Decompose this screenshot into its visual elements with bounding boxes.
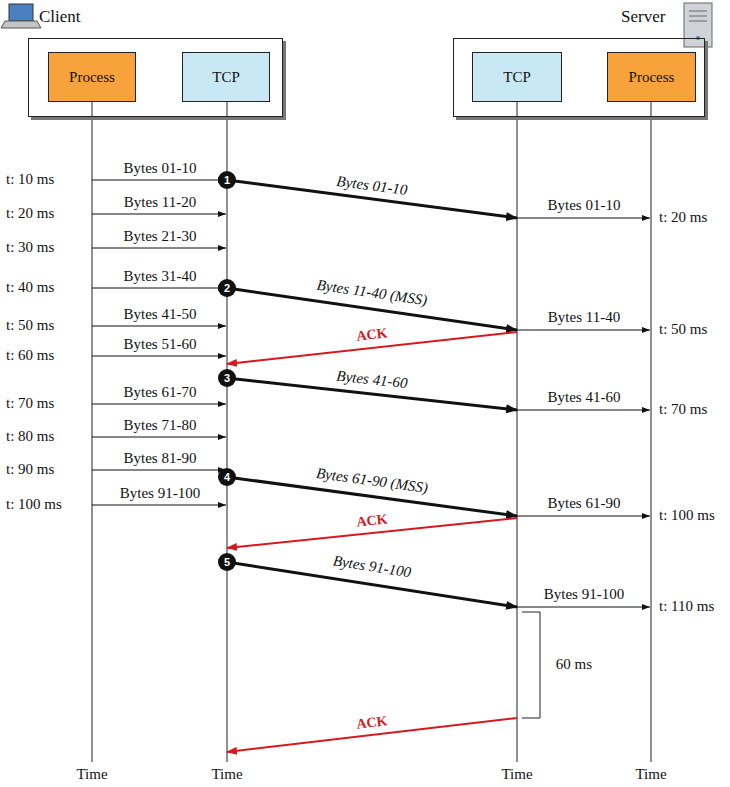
segment-label: Bytes 71-80 [124, 417, 197, 434]
ack-label: ACK [356, 325, 389, 344]
time-label: t: 100 ms [659, 507, 715, 524]
server-tower [684, 3, 712, 47]
segment-label: Bytes 01-10 [548, 197, 621, 214]
callout-number: 2 [218, 279, 236, 297]
axis-label: Time [501, 766, 532, 783]
box-label: Process [69, 69, 115, 86]
handoff-arrow [92, 288, 226, 289]
box-label: TCP [503, 69, 531, 86]
time-label: t: 90 ms [6, 461, 54, 478]
segment-label: Bytes 11-20 [124, 194, 196, 211]
time-label: t: 50 ms [659, 321, 707, 338]
handoff-arrow [92, 404, 226, 405]
axis-label: Time [76, 766, 107, 783]
timeline [651, 102, 652, 762]
process-box: Process [607, 52, 696, 102]
time-label: t: 60 ms [6, 347, 54, 364]
laptop-base [1, 21, 41, 28]
segment-label: Bytes 41-60 [548, 389, 621, 406]
time-label: t: 70 ms [659, 401, 707, 418]
time-label: t: 50 ms [6, 317, 54, 334]
axis-label: Time [211, 766, 242, 783]
time-label: t: 100 ms [6, 496, 62, 513]
delivery-arrow [517, 410, 650, 411]
delivery-arrow [517, 218, 650, 219]
handoff-arrow [92, 470, 226, 471]
host-frame: ServerTCPProcess [453, 38, 705, 117]
segment-label: Bytes 61-70 [124, 384, 197, 401]
segment-label: Bytes 91-100 [544, 586, 624, 603]
tcp-box: TCP [182, 52, 270, 102]
callout-number: 1 [218, 171, 236, 189]
segment-label: Bytes 01-10 [124, 160, 197, 177]
segment-label: Bytes 41-60 [336, 368, 409, 393]
delivery-arrow [517, 516, 650, 517]
handoff-arrow [92, 214, 226, 215]
time-label: t: 30 ms [6, 239, 54, 256]
host-frame: ClientProcessTCP [28, 38, 283, 117]
time-label: t: 20 ms [659, 209, 707, 226]
segment-label: Bytes 51-60 [124, 336, 197, 353]
segment-label: Bytes 91-100 [120, 485, 200, 502]
arrow-group [92, 180, 650, 752]
handoff-arrow [92, 437, 226, 438]
handoff-arrow [92, 326, 226, 327]
timeline [92, 102, 93, 762]
segment-label: Bytes 11-40 [548, 309, 620, 326]
handoff-arrow [92, 356, 226, 357]
delivery-arrow [517, 330, 650, 331]
tcp-box: TCP [472, 52, 562, 102]
time-label: t: 20 ms [6, 205, 54, 222]
interval-label: 60 ms [556, 656, 592, 673]
handoff-arrow [92, 248, 226, 249]
timeline-group [92, 102, 651, 762]
server-icon [684, 3, 712, 47]
callout-number: 5 [218, 553, 236, 571]
callout-number: 4 [218, 468, 236, 486]
segment-label: Bytes 21-30 [124, 228, 197, 245]
segment-label: Bytes 81-90 [124, 450, 197, 467]
axis-label: Time [635, 766, 666, 783]
server-slot [689, 21, 707, 22]
time-label: t: 70 ms [6, 395, 54, 412]
host-heading: Client [39, 7, 81, 27]
process-box: Process [48, 52, 136, 102]
host-heading: Server [621, 7, 665, 27]
timeline [517, 102, 518, 762]
segment-label: Bytes 41-50 [124, 306, 197, 323]
handoff-arrow [92, 180, 226, 181]
server-slot [689, 16, 707, 17]
interval-bracket [522, 612, 540, 718]
time-label: t: 10 ms [6, 171, 54, 188]
box-label: Process [629, 69, 675, 86]
time-label: t: 40 ms [6, 279, 54, 296]
segment-label: Bytes 91-100 [332, 552, 412, 581]
laptop-screen [9, 4, 33, 21]
time-label: t: 110 ms [659, 598, 714, 615]
segment-label: Bytes 61-90 [548, 495, 621, 512]
laptop-icon [1, 4, 41, 28]
timeline [227, 102, 228, 762]
box-label: TCP [212, 69, 240, 86]
handoff-arrow [92, 505, 226, 506]
delivery-arrow [517, 607, 650, 608]
callout-number: 3 [218, 369, 236, 387]
ack-label: ACK [356, 511, 389, 530]
segment-label: Bytes 31-40 [124, 268, 197, 285]
ack-label: ACK [356, 713, 389, 733]
server-slot [689, 11, 707, 12]
time-label: t: 80 ms [6, 428, 54, 445]
